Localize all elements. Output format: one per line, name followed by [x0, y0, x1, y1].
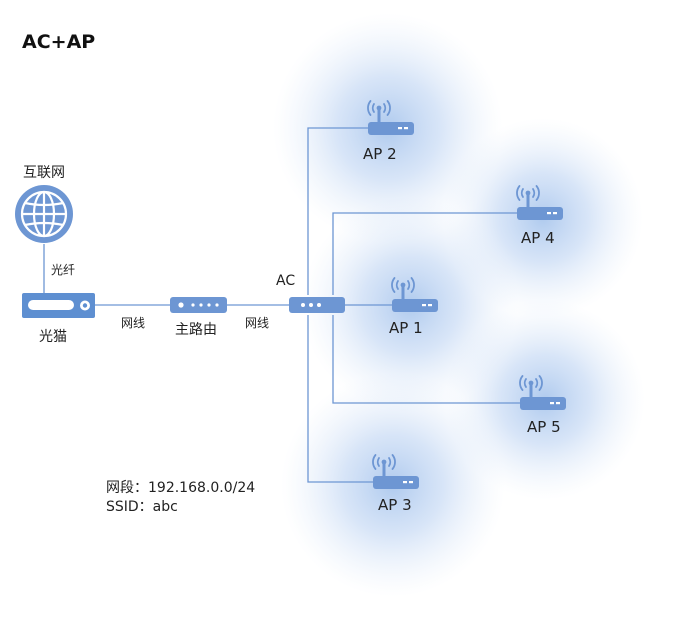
- access-point-icon-ap5: [519, 375, 566, 410]
- fiber-link-label: 光纤: [51, 263, 76, 277]
- router-label: 主路由: [175, 322, 217, 338]
- globe-icon: [15, 185, 73, 243]
- link-ac-ap5: [332, 315, 520, 404]
- access-point-icon-ap4: [516, 185, 563, 220]
- network-info: 网段：192.168.0.0/24 SSID：abc: [106, 479, 255, 517]
- ap2-label: AP 2: [363, 145, 397, 163]
- ap4-label: AP 4: [521, 229, 555, 247]
- cable-link-label-1: 网线: [121, 316, 146, 330]
- link-ac-ap2: [307, 127, 368, 295]
- cable-link-label-2: 网线: [245, 316, 270, 330]
- router-icon: [170, 297, 227, 313]
- ap5-label: AP 5: [527, 418, 561, 436]
- modem-icon: [22, 293, 95, 318]
- access-point-icon-ap2: [367, 100, 414, 135]
- internet-label: 互联网: [23, 165, 65, 181]
- diagram-title: AC+AP: [22, 31, 96, 53]
- ac-switch-icon: [289, 297, 345, 313]
- connections: [43, 127, 520, 483]
- modem-label: 光猫: [39, 329, 67, 345]
- subnet-text: 网段：192.168.0.0/24: [106, 480, 256, 496]
- access-point-icon-ap3: [372, 454, 419, 489]
- ac-label: AC: [276, 273, 296, 289]
- link-ac-ap4: [332, 212, 518, 295]
- link-ac-ap3: [307, 315, 373, 483]
- ap3-label: AP 3: [378, 496, 412, 514]
- ssid-text: SSID：abc: [106, 499, 178, 515]
- access-point-icon-ap1: [391, 277, 438, 312]
- ap1-label: AP 1: [389, 319, 423, 337]
